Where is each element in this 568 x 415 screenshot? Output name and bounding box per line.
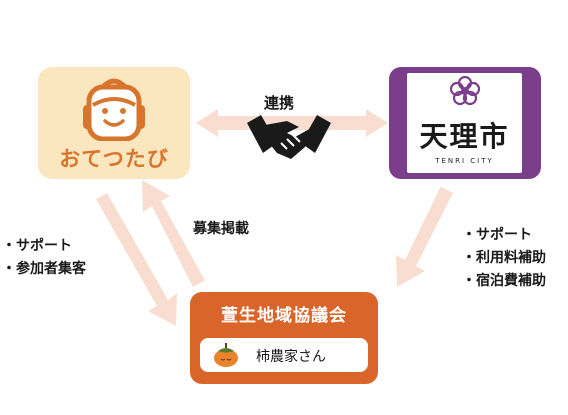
handshake-icon (247, 115, 331, 159)
otetsutabi-node: おてつたび (38, 67, 190, 179)
otetsutabi-label: おてつたび (59, 147, 169, 171)
tenri-to-council-arrow (396, 186, 453, 287)
council-node: 萱生地域協議会 柿農家さん (190, 292, 378, 384)
tenri-logo-panel: 天理市 TENRI CITY (407, 73, 522, 173)
list-item: ・利用料補助 (462, 250, 546, 266)
tenri-support-list: ・サポート ・利用料補助 ・宿泊費補助 (462, 224, 546, 293)
tenri-city-roman: TENRI CITY (435, 157, 494, 165)
partnership-label: 連携 (264, 94, 295, 112)
recruitment-arrow (142, 180, 206, 287)
tenri-city-node: 天理市 TENRI CITY (389, 67, 541, 179)
list-item: ・サポート (462, 227, 532, 243)
tenri-emblem-icon (450, 76, 480, 106)
otetsutabi-support-list: ・サポート ・参加者集客 (2, 235, 86, 281)
tenri-city-kanji: 天理市 (419, 120, 510, 153)
otetsutabi-to-council-arrow (95, 193, 177, 326)
council-member-label: 柿農家さん (256, 349, 326, 365)
council-member: 柿農家さん (200, 338, 368, 372)
list-item: ・宿泊費補助 (462, 273, 546, 289)
council-title: 萱生地域協議会 (221, 306, 347, 326)
backpack-icon (83, 78, 145, 141)
recruitment-label: 募集掲載 (193, 221, 249, 237)
partnership-arrow (196, 109, 388, 137)
persimmon-icon (214, 343, 238, 367)
list-item: ・サポート (2, 238, 72, 254)
list-item: ・参加者集客 (2, 261, 86, 277)
